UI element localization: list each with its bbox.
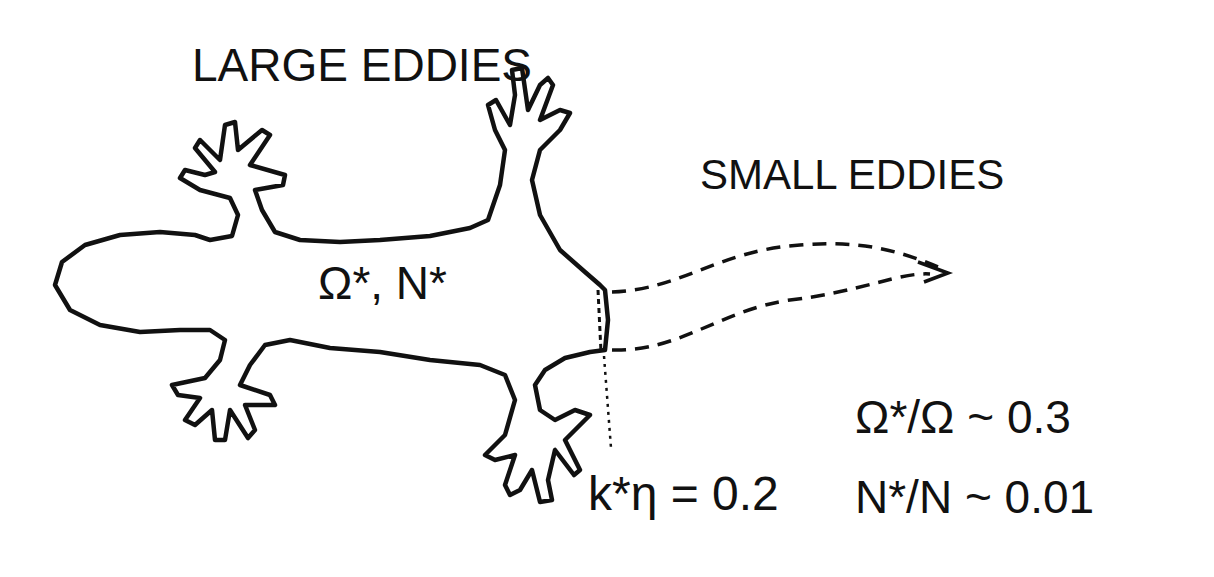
ratio-label-holder: N*/N ~ 0.01 — [855, 472, 1094, 523]
lizard-body: Ω*, N* — [318, 258, 451, 311]
heading-label: SMALL EDDIES — [700, 152, 1004, 198]
wavenumber-label-holder: k*η = 0.2 — [588, 468, 779, 521]
tail-tip — [918, 262, 948, 282]
ratio-label: N*/N ~ 0.01 — [855, 472, 1094, 523]
tail-outline-upper — [612, 244, 945, 292]
ratio-label: Ω*/Ω ~ 0.3 — [855, 392, 1071, 443]
cut-leader-line — [604, 356, 611, 448]
heading-label: LARGE EDDIES — [192, 40, 532, 91]
tail-outline-lower — [612, 274, 930, 350]
heading-label-holder: SMALL EDDIES — [700, 152, 1004, 198]
lizard-outline — [55, 68, 608, 502]
heading-label-holder: LARGE EDDIES — [192, 40, 532, 91]
wavenumber-label: k*η = 0.2 — [588, 468, 779, 521]
body-label: Ω*, N* — [318, 258, 447, 309]
tail-cut-mark — [598, 290, 601, 352]
ratio-label-holder: Ω*/Ω ~ 0.3 — [855, 392, 1071, 443]
